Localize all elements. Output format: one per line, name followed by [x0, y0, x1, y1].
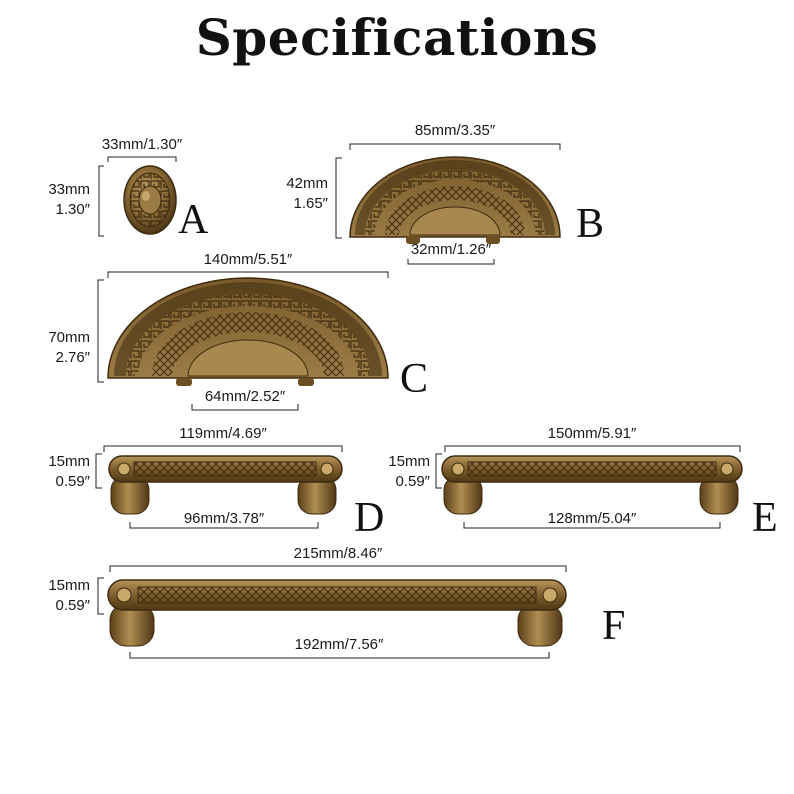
height-mm-a: 33mm	[48, 181, 90, 198]
item-letter-e: E	[752, 495, 778, 541]
height-mm-d: 15mm	[48, 453, 90, 470]
item-letter-a: A	[178, 197, 209, 243]
bar-pull-d	[108, 455, 343, 515]
dimension-lines-c	[97, 271, 389, 411]
dimension-lines-f	[97, 565, 567, 659]
height-label-b: 42mm 1.65″	[268, 174, 328, 214]
width-label-a: 33mm/1.30″	[101, 136, 183, 153]
dimension-lines-e	[435, 445, 741, 529]
height-mm-c: 70mm	[48, 329, 90, 346]
page-title: Specifications	[195, 8, 599, 67]
item-letter-f: F	[602, 603, 626, 649]
width-label-f: 215mm/8.46″	[293, 545, 383, 562]
dimension-lines-d	[95, 445, 343, 529]
height-in-a: 1.30″	[55, 201, 90, 218]
knob-a	[123, 165, 177, 235]
height-label-e: 15mm 0.59″	[368, 452, 430, 492]
dimension-lines-a	[98, 156, 177, 237]
height-in-f: 0.59″	[55, 597, 90, 614]
width-label-c: 140mm/5.51″	[203, 251, 293, 268]
hole-spacing-label-c: 64mm/2.52″	[204, 388, 286, 405]
cup-pull-c	[107, 277, 389, 386]
height-label-a: 33mm 1.30″	[30, 180, 90, 220]
height-label-c: 70mm 2.76″	[28, 328, 90, 368]
item-letter-b: B	[576, 201, 605, 247]
hole-spacing-label-f: 192mm/7.56″	[294, 636, 384, 653]
height-mm-f: 15mm	[48, 577, 90, 594]
dimension-lines-b	[335, 143, 561, 265]
height-in-b: 1.65″	[293, 195, 328, 212]
width-label-e: 150mm/5.91″	[547, 425, 637, 442]
hole-spacing-label-e: 128mm/5.04″	[547, 510, 637, 527]
item-letter-c: C	[400, 356, 429, 402]
width-label-d: 119mm/4.69″	[179, 425, 267, 442]
height-mm-e: 15mm	[388, 453, 430, 470]
width-label-b: 85mm/3.35″	[414, 122, 496, 139]
hole-spacing-label-d: 96mm/3.78″	[183, 510, 265, 527]
bar-pull-f	[107, 579, 567, 647]
height-label-f: 15mm 0.59″	[28, 576, 90, 616]
height-in-e: 0.59″	[395, 473, 430, 490]
height-label-d: 15mm 0.59″	[28, 452, 90, 492]
hole-spacing-label-b: 32mm/1.26″	[410, 241, 492, 258]
cup-pull-b	[349, 156, 561, 244]
height-mm-b: 42mm	[286, 175, 328, 192]
item-letter-d: D	[354, 495, 385, 541]
bar-pull-e	[441, 455, 743, 515]
height-in-c: 2.76″	[55, 349, 90, 366]
height-in-d: 0.59″	[55, 473, 90, 490]
